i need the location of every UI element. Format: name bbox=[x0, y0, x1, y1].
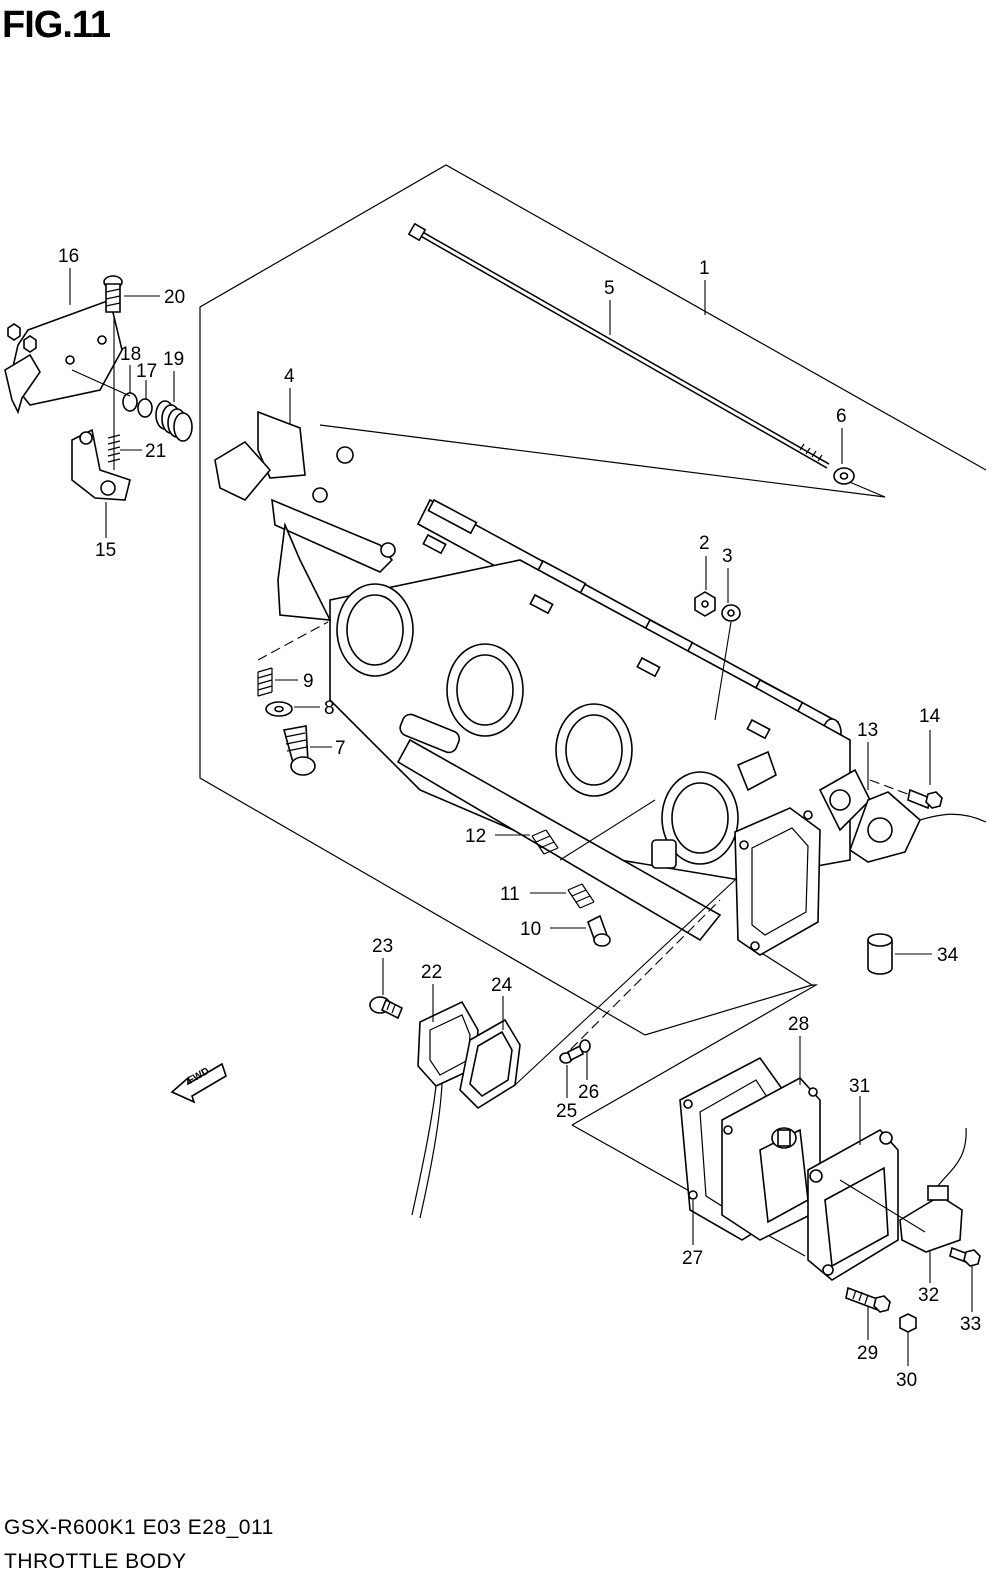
callout-23: 23 bbox=[372, 936, 393, 957]
callout-27: 27 bbox=[682, 1248, 703, 1269]
part-screw-20 bbox=[103, 275, 123, 313]
callout-4: 4 bbox=[284, 366, 295, 387]
part-spring-11 bbox=[567, 883, 595, 909]
cover-sensor-guide bbox=[839, 1179, 926, 1233]
callout-11: 11 bbox=[500, 884, 520, 905]
sensor-mount-guide bbox=[514, 879, 736, 1086]
callout-12: 12 bbox=[465, 826, 486, 847]
callout-29-label-31: 31 bbox=[849, 1076, 870, 1097]
callout-28: 28 bbox=[788, 1014, 809, 1035]
part-screw-10 bbox=[587, 914, 611, 947]
leader-lines bbox=[69, 268, 973, 1366]
callout-14: 14 bbox=[919, 706, 941, 727]
callout-30: 30 bbox=[896, 1370, 917, 1391]
part-sensor-22 bbox=[411, 1000, 479, 1219]
part-nut-2 bbox=[694, 591, 716, 617]
nut-stud-guide bbox=[714, 621, 732, 721]
part-spring-19 bbox=[155, 400, 193, 442]
part-spring-9 bbox=[257, 667, 273, 697]
callout-16: 16 bbox=[58, 246, 79, 267]
callout-18: 18 bbox=[120, 344, 141, 365]
callout-25: 25 bbox=[556, 1101, 577, 1122]
diagram-code: GSX-R600K1 E03 E28_011 bbox=[4, 1516, 274, 1539]
part-screw-7 bbox=[282, 725, 316, 776]
part-nut-30 bbox=[899, 1313, 917, 1333]
spring-guide-line bbox=[559, 799, 656, 861]
callout-17: 17 bbox=[136, 361, 157, 382]
callout-6: 6 bbox=[836, 406, 847, 427]
part-screw-33 bbox=[949, 1246, 981, 1267]
callout-2: 2 bbox=[699, 533, 710, 554]
part-throttle-body bbox=[329, 559, 871, 956]
sensor-screw-guide bbox=[869, 779, 911, 796]
callout-21: 21 bbox=[145, 441, 166, 462]
callout-8: 8 bbox=[324, 698, 335, 719]
callout-9: 9 bbox=[303, 671, 314, 692]
part-washer-8 bbox=[265, 701, 293, 717]
part-screw-23 bbox=[369, 996, 404, 1020]
bracket-guide-line bbox=[319, 424, 886, 498]
part-sensor-32 bbox=[899, 1127, 967, 1253]
part-screw-25 bbox=[559, 1044, 585, 1064]
callout-20: 20 bbox=[164, 287, 185, 308]
callout-29: 29 bbox=[857, 1343, 878, 1364]
part-stud-29 bbox=[845, 1286, 891, 1313]
figure-title: FIG.11 bbox=[2, 4, 111, 46]
callout-19: 19 bbox=[163, 349, 184, 370]
callout-7: 7 bbox=[335, 738, 346, 759]
part-washer-26 bbox=[579, 1039, 591, 1053]
part-collar-34 bbox=[867, 933, 893, 975]
part-spring-12 bbox=[531, 829, 559, 855]
callout-26: 26 bbox=[578, 1082, 599, 1103]
callout-1: 1 bbox=[699, 258, 710, 279]
callout-5: 5 bbox=[604, 278, 615, 299]
part-cover-31 bbox=[807, 1128, 899, 1281]
callout-3: 3 bbox=[722, 546, 733, 567]
callout-labels: 1 2 3 4 5 6 7 8 9 10 11 12 13 14 15 16 1… bbox=[58, 246, 981, 1391]
part-rod bbox=[407, 222, 830, 469]
callout-15: 15 bbox=[95, 540, 116, 561]
callout-34: 34 bbox=[937, 945, 959, 966]
diagram-name: THROTTLE BODY bbox=[4, 1550, 187, 1573]
part-cam-plate-16 bbox=[4, 298, 123, 415]
callout-33: 33 bbox=[960, 1314, 981, 1335]
part-washer-3 bbox=[721, 604, 741, 622]
part-linkage-bracket-4 bbox=[214, 410, 396, 621]
linkage-guide-line bbox=[71, 369, 131, 397]
part-washer-6 bbox=[833, 467, 855, 485]
part-small-hardware bbox=[399, 533, 777, 869]
callout-32: 32 bbox=[918, 1285, 939, 1306]
callout-13: 13 bbox=[857, 720, 878, 741]
sensor-mount-guide-2 bbox=[559, 899, 721, 1061]
part-sensor-13 bbox=[849, 791, 987, 863]
part-washer-17 bbox=[137, 398, 153, 418]
adjust-screw-guide bbox=[257, 621, 329, 661]
callout-10: 10 bbox=[520, 919, 541, 940]
part-screw-14 bbox=[907, 788, 943, 810]
lower-group-line bbox=[571, 984, 819, 1126]
part-lever-15 bbox=[71, 428, 131, 501]
callout-24: 24 bbox=[491, 975, 513, 996]
part-gasket-24 bbox=[459, 1018, 521, 1110]
callout-22: 22 bbox=[421, 962, 442, 983]
forward-arrow-icon: FWD bbox=[170, 1062, 227, 1104]
